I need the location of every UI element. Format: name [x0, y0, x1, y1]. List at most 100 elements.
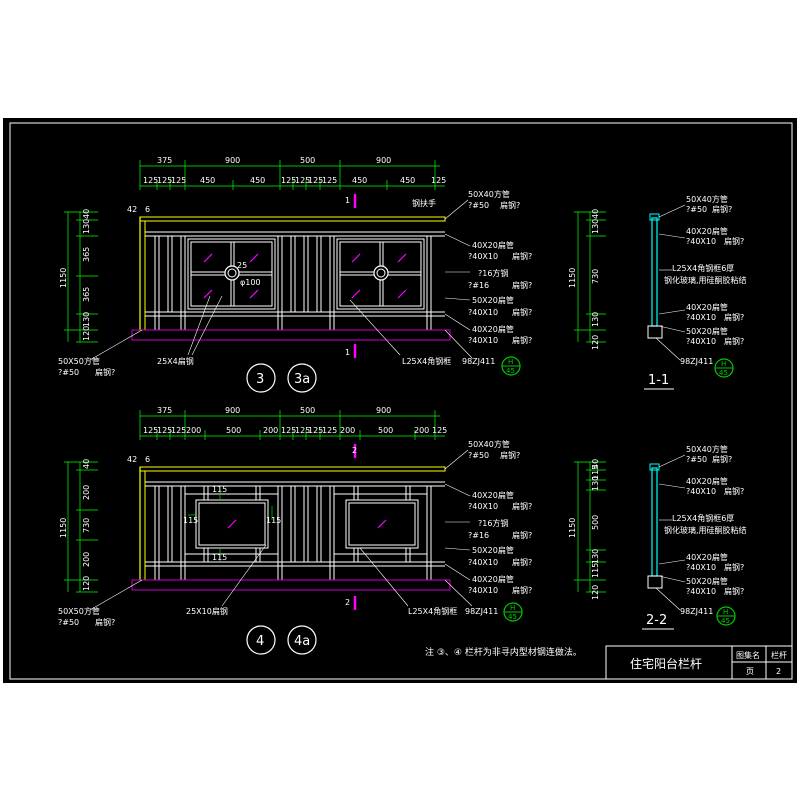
elevation-3: 375 900 500 900 125 125 125 450 450 125 … — [58, 156, 532, 393]
svg-text:125: 125 — [157, 176, 172, 185]
left-note: 扁钢? — [95, 367, 115, 377]
svg-text:200: 200 — [82, 552, 91, 567]
panel-dim: 115 — [266, 516, 281, 525]
svg-text:730: 730 — [591, 269, 600, 284]
view-label-circle — [246, 363, 276, 393]
svg-text:扁钢?: 扁钢? — [500, 200, 520, 210]
svg-text:?40X10: ?40X10 — [686, 563, 716, 572]
svg-text:?#50: ?#50 — [686, 455, 707, 464]
svg-text:50X20扁管: 50X20扁管 — [472, 295, 514, 305]
svg-text:?40X10: ?40X10 — [686, 487, 716, 496]
ring-ornament-right-inner — [376, 268, 386, 278]
svg-text:扁钢?: 扁钢? — [512, 557, 532, 567]
svg-text:130: 130 — [591, 219, 600, 234]
title-block — [605, 645, 793, 680]
svg-text:?#50: ?#50 — [468, 451, 489, 460]
svg-text:125: 125 — [322, 176, 337, 185]
svg-text:50X40方管: 50X40方管 — [468, 189, 510, 199]
section-base — [647, 325, 663, 339]
svg-text:45: 45 — [719, 369, 728, 377]
svg-text:扁钢?: 扁钢? — [724, 562, 744, 572]
svg-text:500: 500 — [378, 426, 393, 435]
right-annotations: 50X40方管 ?#50 扁钢? 40X20扁管 ?40X10 扁钢? ?16方… — [468, 439, 532, 595]
svg-text:200: 200 — [263, 426, 278, 435]
title-block-field-label: 图集名 — [736, 650, 760, 660]
left-note: 扁钢? — [95, 617, 115, 627]
svg-text:?#50: ?#50 — [686, 205, 707, 214]
svg-text:40: 40 — [82, 209, 91, 219]
left-dim-ticks — [64, 461, 98, 593]
right-annotations: 50X40方管 ?#50 扁钢? 40X20扁管 ?40X10 扁钢? ?16方… — [412, 189, 532, 345]
svg-text:?#16: ?#16 — [468, 281, 489, 290]
svg-text:扁钢?: 扁钢? — [512, 585, 532, 595]
svg-text:125: 125 — [281, 176, 296, 185]
svg-text:120: 120 — [591, 585, 600, 600]
svg-text:钢扶手: 钢扶手 — [412, 198, 436, 208]
bottom-leaders — [89, 295, 473, 361]
offset-42: 42 — [127, 205, 137, 214]
svg-text:120: 120 — [591, 335, 600, 350]
offset-6: 6 — [145, 205, 150, 214]
svg-text:450: 450 — [250, 176, 265, 185]
leader-label: L25X4角钢框 — [408, 606, 457, 616]
ring-ornament-right — [373, 265, 389, 281]
svg-text:500: 500 — [591, 515, 600, 530]
svg-text:40X20扁管: 40X20扁管 — [472, 324, 514, 334]
svg-text:200: 200 — [82, 485, 91, 500]
svg-text:500: 500 — [226, 426, 241, 435]
leader-label: 25X10扁钢 — [186, 606, 228, 616]
svg-text:40X20扁管: 40X20扁管 — [686, 226, 728, 236]
left-note: ?#50 — [58, 368, 79, 377]
svg-text:50X20扁管: 50X20扁管 — [686, 576, 728, 586]
svg-text:扁钢?: 扁钢? — [724, 336, 744, 346]
title-block-page-label: 页 — [746, 667, 754, 676]
svg-text:40: 40 — [591, 459, 600, 469]
section-2-2: 40 115 130 500 130 115 120 1150 50X40方管 … — [568, 444, 747, 630]
svg-text:120: 120 — [82, 326, 91, 341]
svg-text:?40X10: ?40X10 — [686, 237, 716, 246]
svg-text:?16方钢: ?16方钢 — [478, 518, 508, 528]
svg-text:扁钢?: 扁钢? — [724, 236, 744, 246]
svg-text:45: 45 — [721, 617, 730, 625]
section-leaders — [655, 204, 686, 361]
left-dim-labels: 40 200 730 200 120 1150 — [59, 459, 91, 591]
svg-text:?40X10: ?40X10 — [468, 586, 498, 595]
svg-text:40: 40 — [591, 209, 600, 219]
svg-text:125: 125 — [308, 426, 323, 435]
svg-text:扁钢?: 扁钢? — [724, 312, 744, 322]
svg-text:125: 125 — [143, 176, 158, 185]
svg-text:40X20扁管: 40X20扁管 — [472, 574, 514, 584]
svg-text:115: 115 — [591, 563, 600, 578]
section-base — [647, 575, 663, 589]
svg-text:扁钢?: 扁钢? — [724, 486, 744, 496]
svg-text:?40X10: ?40X10 — [468, 558, 498, 567]
svg-text:125: 125 — [322, 426, 337, 435]
drawing-area — [3, 118, 797, 683]
svg-text:H: H — [721, 360, 726, 368]
dim-500: 500 — [300, 406, 315, 415]
svg-text:125: 125 — [171, 426, 186, 435]
svg-text:扁钢?: 扁钢? — [512, 530, 532, 540]
dim-375: 375 — [157, 406, 172, 415]
svg-text:40X20扁管: 40X20扁管 — [686, 476, 728, 486]
panel-dim: 115 — [212, 553, 227, 562]
svg-text:40: 40 — [82, 459, 91, 469]
right-leaders — [444, 199, 471, 331]
bottom-leaders — [89, 544, 473, 611]
svg-text:130: 130 — [82, 219, 91, 234]
leader-label: L25X4角钢框 — [402, 356, 451, 366]
svg-text:200: 200 — [414, 426, 429, 435]
svg-text:125: 125 — [171, 176, 186, 185]
svg-text:?#50: ?#50 — [468, 201, 489, 210]
panel-dim: 115 — [183, 516, 198, 525]
left-note: 50X50方管 — [58, 606, 100, 616]
svg-text:扁钢?: 扁钢? — [512, 280, 532, 290]
left-dim-ticks — [64, 211, 98, 343]
svg-text:40X20扁管: 40X20扁管 — [472, 240, 514, 250]
svg-text:125: 125 — [295, 176, 310, 185]
view-label: 3a — [294, 372, 310, 387]
svg-text:365: 365 — [82, 247, 91, 262]
dim-row2-labels: 125 125 125 450 450 125 125 125 125 450 … — [143, 176, 446, 185]
